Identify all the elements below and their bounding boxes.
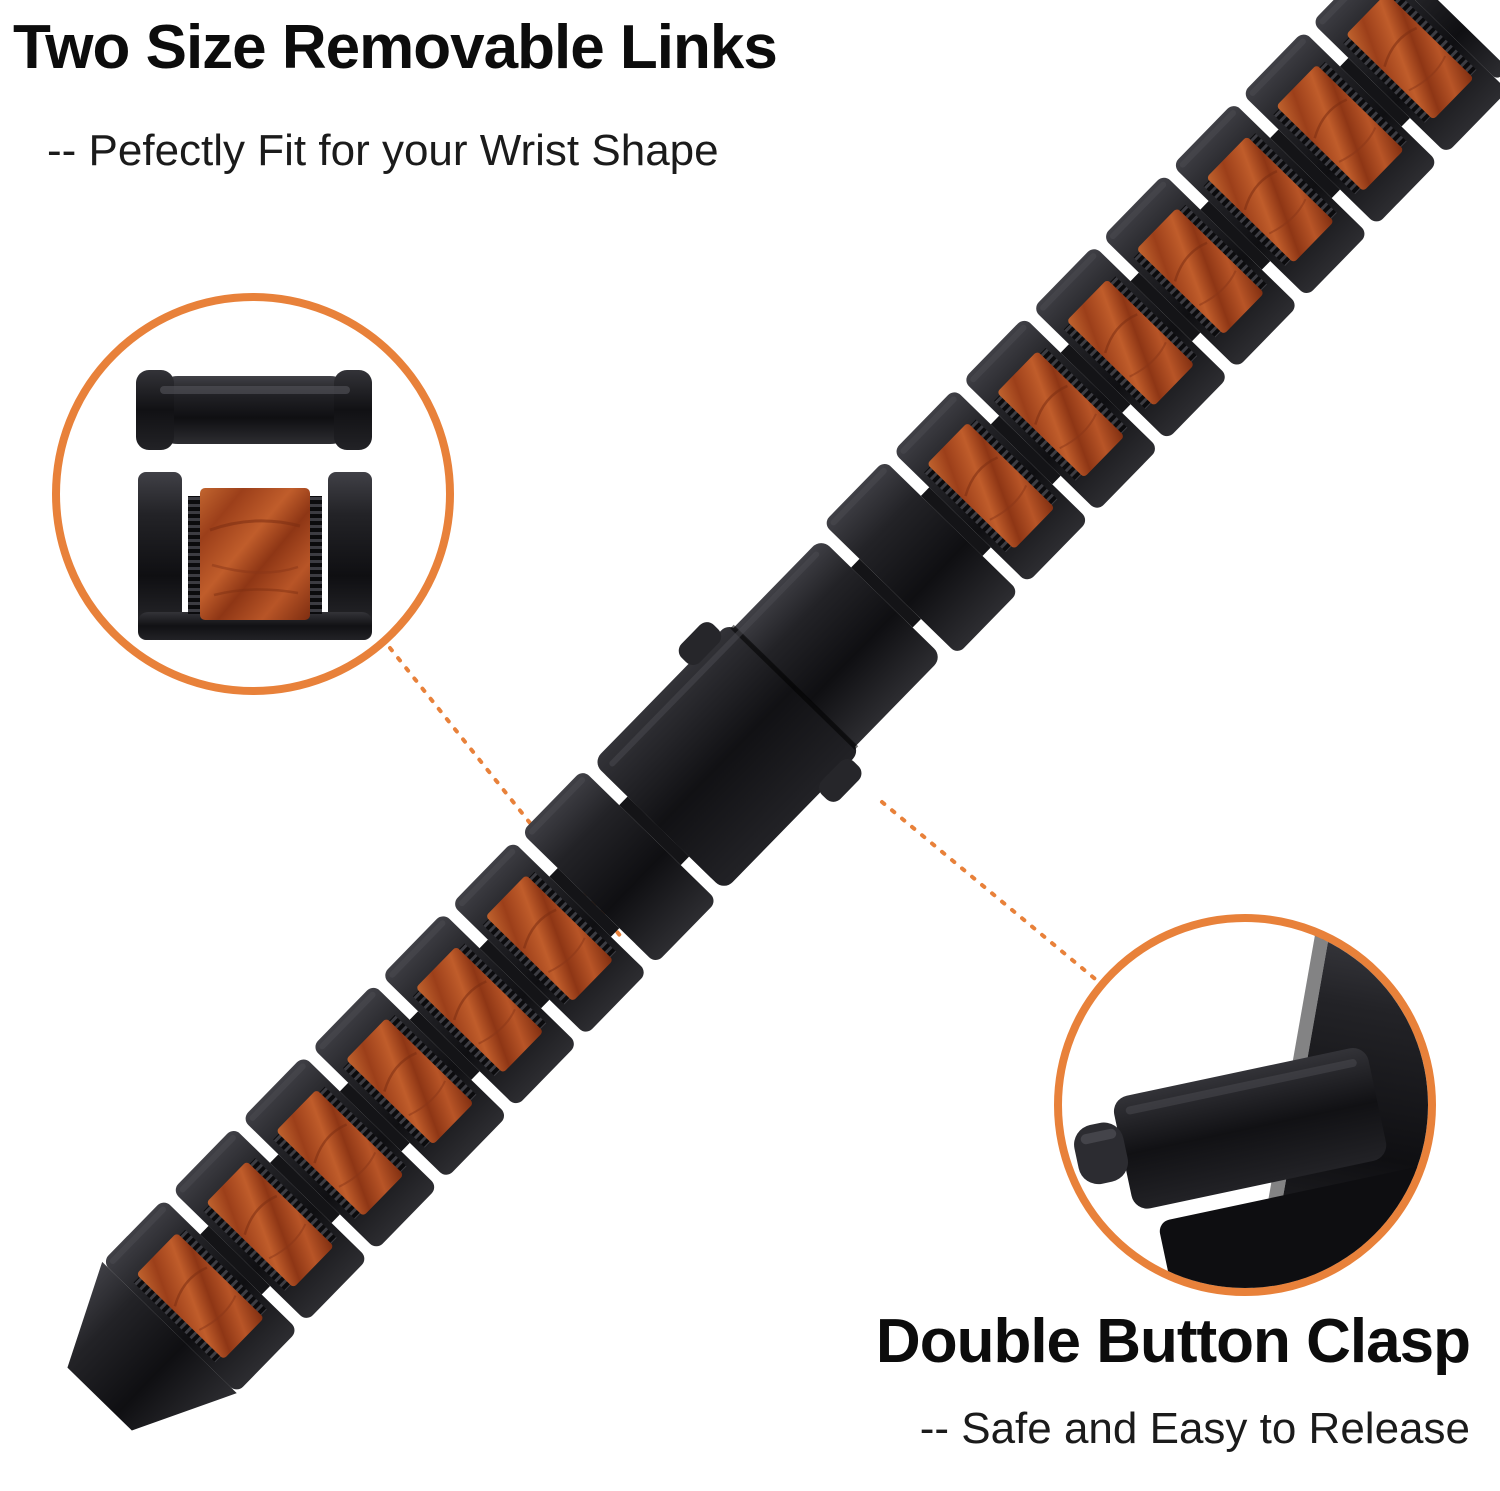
clasp-subtitle: -- Safe and Easy to Release [919, 1404, 1470, 1453]
watch-band [67, 0, 1500, 1431]
clasp-button-top [678, 622, 722, 665]
band-link-plain [524, 773, 714, 961]
band-link-wood [896, 392, 1086, 580]
band-link-wood [175, 1131, 365, 1318]
removable-links-subtitle: -- Pefectly Fit for your Wrist Shape [47, 126, 719, 175]
band-link-wood [105, 1202, 295, 1390]
wood-center-link-piece [138, 472, 372, 640]
outer-link-piece [136, 370, 372, 450]
band-link-wood [966, 320, 1155, 508]
band-link-wood [385, 916, 574, 1104]
callout-dash-clasp [880, 800, 1102, 985]
band-link-wood [1175, 106, 1365, 293]
band-link-wood [1036, 249, 1225, 437]
band-link-wood [455, 844, 644, 1032]
removable-link-detail [52, 293, 454, 695]
clasp-button-bottom [819, 759, 862, 802]
band-link-plain [826, 464, 1016, 651]
removable-links-title: Two Size Removable Links [13, 13, 778, 82]
band-link-wood [315, 987, 505, 1175]
band-link-wood [245, 1059, 435, 1247]
clasp-detail [1054, 914, 1436, 1296]
band-link-wood [1245, 34, 1435, 222]
clasp [597, 543, 938, 886]
band-link-wood [1315, 0, 1500, 150]
callout-dash-removable-links [388, 646, 624, 940]
band-end-lug [67, 1261, 237, 1431]
clasp-title: Double Button Clasp [875, 1307, 1471, 1376]
band-end-cap [1386, 0, 1500, 78]
band-link-wood [1106, 177, 1295, 365]
